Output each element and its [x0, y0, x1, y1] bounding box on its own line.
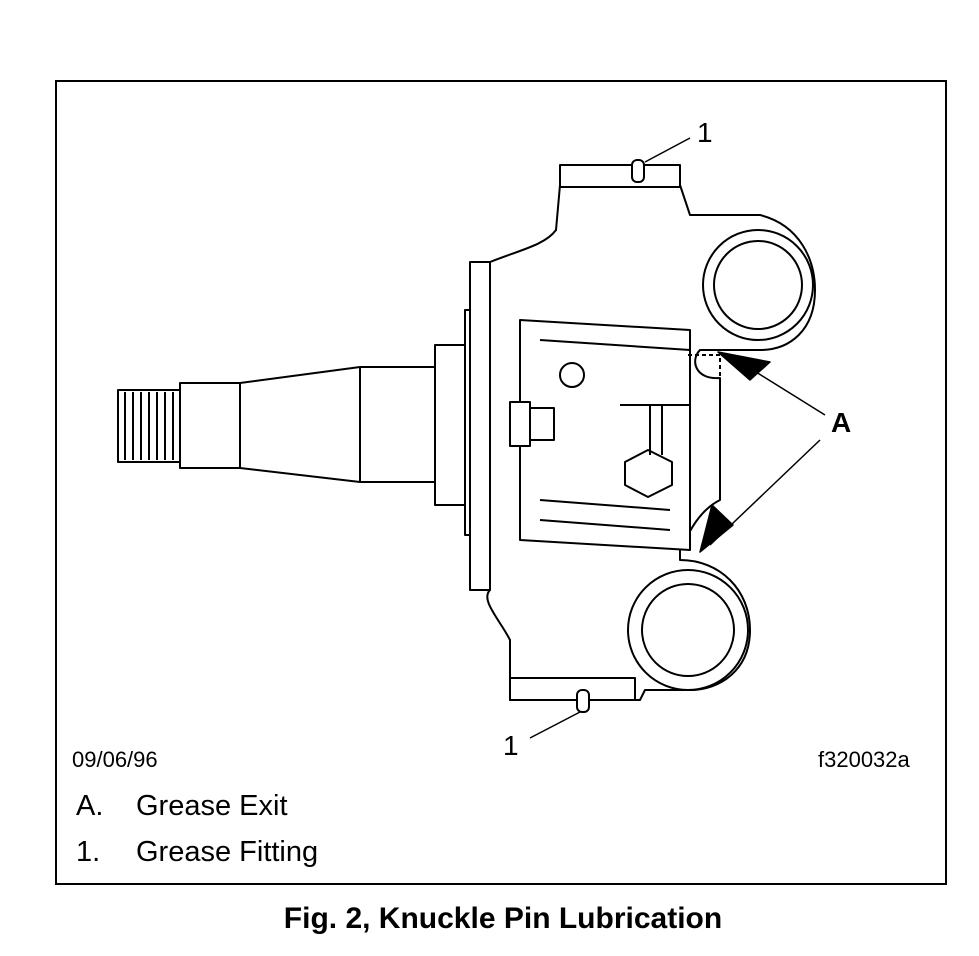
legend-key-a: A.	[76, 790, 104, 822]
callout-a: A	[831, 407, 852, 438]
callout-1-bottom: 1	[503, 730, 519, 761]
legend-label-a: Grease Exit	[136, 790, 288, 822]
arrow-icon	[717, 351, 771, 381]
legend-label-1: Grease Fitting	[136, 836, 319, 868]
knuckle-body	[486, 164, 816, 701]
callout-1-top: 1	[697, 117, 713, 148]
figure-caption: Fig. 2, Knuckle Pin Lubrication	[283, 902, 723, 935]
legend-key-1: 1.	[76, 836, 101, 868]
arrow-icon	[699, 504, 734, 553]
spindle	[117, 261, 491, 591]
figure-id: f320032a	[818, 747, 910, 772]
leader-lines	[529, 137, 826, 739]
figure-frame	[55, 80, 947, 885]
figure-date: 09/06/96	[72, 747, 158, 772]
grease-fitting-icon	[576, 159, 645, 713]
